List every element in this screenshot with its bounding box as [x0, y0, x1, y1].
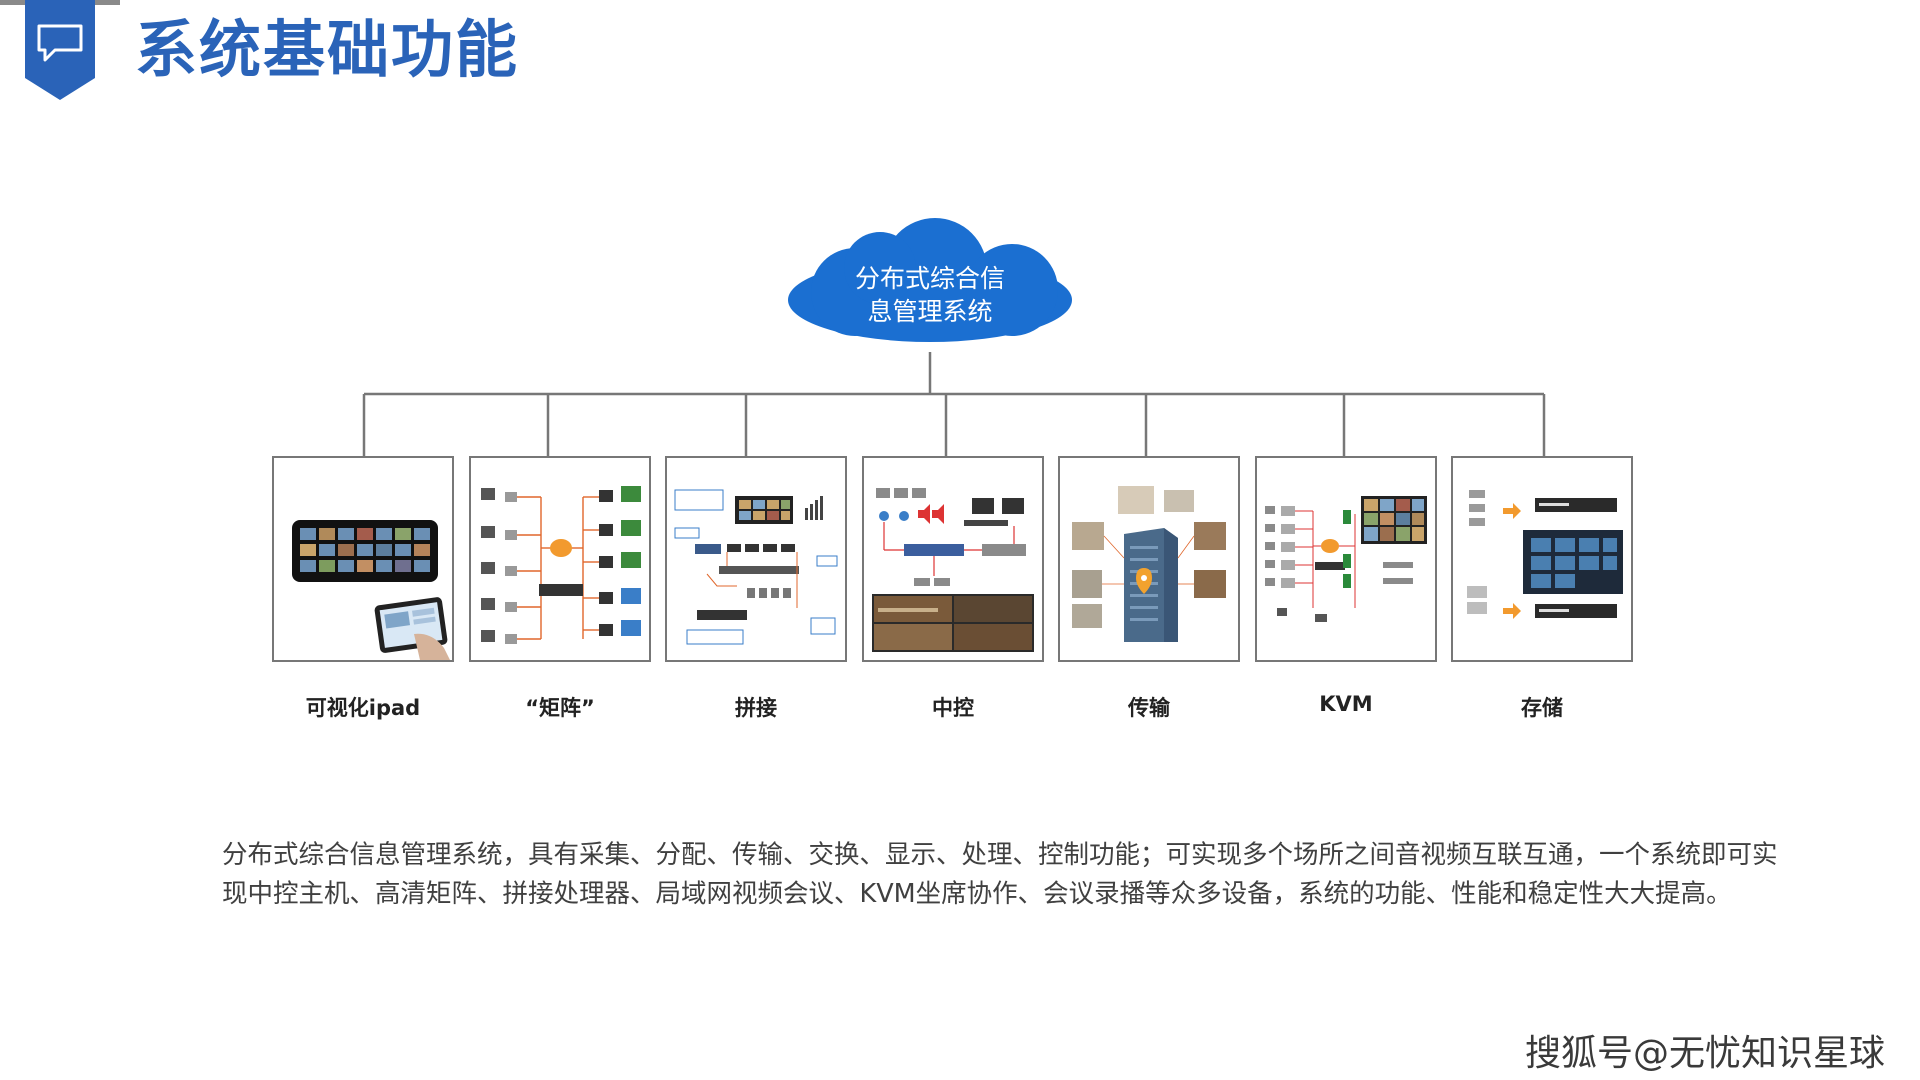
module-matrix-image [469, 456, 651, 662]
module-ipad-image [272, 456, 454, 662]
module-label-central-control: 中控 [932, 696, 974, 720]
module-storage-image [1451, 456, 1633, 662]
module-label-matrix: “矩阵” [525, 696, 595, 720]
chat-bubble-icon [25, 0, 95, 100]
module-label-storage: 存储 [1521, 696, 1563, 720]
module-transmission-image [1058, 456, 1240, 662]
module-kvm-image [1255, 456, 1437, 662]
module-label-ipad: 可视化ipad [305, 696, 421, 720]
cloud-root-line-1: 分布式综合信 [854, 264, 1005, 293]
module-splicing-image [665, 456, 847, 662]
cloud-shape [788, 218, 1072, 342]
description-paragraph: 分布式综合信息管理系统，具有采集、分配、传输、交换、显示、处理、控制功能；可实现… [222, 840, 1778, 909]
watermark: 搜狐号@无忧知识星球 [1524, 1033, 1885, 1074]
module-central-control-image [862, 456, 1044, 662]
module-label-splicing: 拼接 [735, 696, 777, 720]
cloud-root-line-2: 息管理系统 [867, 297, 993, 326]
page-title: 系统基础功能 [135, 13, 520, 86]
module-label-transmission: 传输 [1128, 696, 1170, 720]
cloud-root-label: 分布式综合信 息管理系统 [780, 262, 1080, 328]
module-label-kvm: KVM [1319, 692, 1373, 716]
